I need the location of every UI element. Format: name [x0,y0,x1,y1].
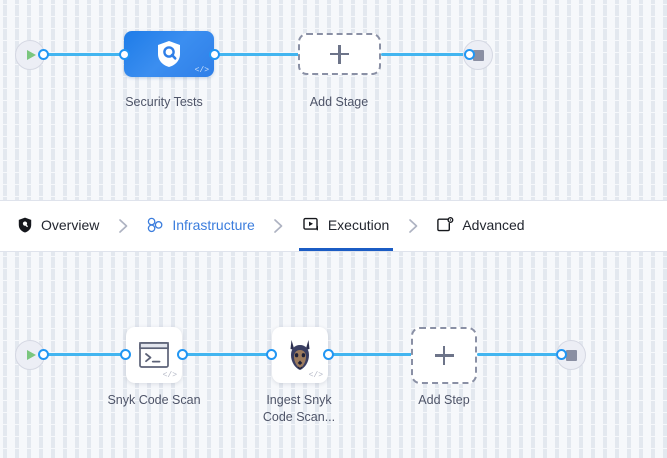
tab-advanced[interactable]: Advanced [433,201,528,251]
step-ingest-out-port[interactable] [323,349,334,360]
stage-end-node[interactable] [463,40,493,70]
shield-icon [16,216,33,233]
infrastructure-cluster-icon [147,216,164,233]
stage-end-port[interactable] [464,49,475,60]
tab-overview-label: Overview [41,216,100,233]
step-snyk-in-port[interactable] [120,349,131,360]
execution-play-box-icon [303,216,320,233]
doberman-dog-icon [290,340,310,370]
step-label-ingest-snyk-code-scan: Ingest Snyk Code Scan... [262,393,336,424]
step-snyk-out-port[interactable] [177,349,188,360]
step-start-port[interactable] [38,349,49,360]
stage-label-security-tests: Security Tests [125,95,203,109]
tab-execution[interactable]: Execution [298,201,394,251]
chevron-right-icon-1 [103,201,143,251]
step-code-badge-snyk: </> [162,371,177,380]
chevron-right-icon-3 [393,201,433,251]
edge-ingest-to-add-step [331,353,413,356]
plus-icon [330,44,349,64]
add-stage-node[interactable] [298,33,381,75]
config-tab-bar: Overview Infrastructure [0,200,667,252]
step-node-snyk-code-scan[interactable]: </> [126,327,182,383]
edge-security-tests-to-add-stage [217,53,300,56]
play-icon [27,350,36,360]
tab-overview[interactable]: Overview [12,201,103,251]
stage-start-port[interactable] [38,49,49,60]
edge-add-step-to-end [477,353,563,356]
stage-canvas[interactable]: </> Security Tests Add Stage [0,0,667,200]
chevron-right-icon-2 [259,201,299,251]
tab-infrastructure-label: Infrastructure [172,216,255,233]
step-label-snyk-code-scan: Snyk Code Scan [107,393,201,407]
step-ingest-in-port[interactable] [266,349,277,360]
stage-node-security-tests[interactable]: </> [124,31,214,77]
tab-infrastructure[interactable]: Infrastructure [143,201,258,251]
shield-search-icon [158,41,180,67]
stage-flow: </> Security Tests Add Stage [0,0,667,200]
tab-advanced-label: Advanced [462,216,525,233]
stage-security-tests-out-port[interactable] [209,49,220,60]
stage-code-badge: </> [194,66,209,75]
stop-icon [565,349,577,361]
stage-security-tests-in-port[interactable] [119,49,130,60]
step-flow: </> Snyk Code Scan </> [0,252,667,458]
step-end-port[interactable] [556,349,567,360]
stop-icon [472,49,484,61]
step-code-badge-ingest: </> [308,371,323,380]
add-step-node[interactable] [411,327,477,384]
edge-start-to-snyk-code-scan [46,353,124,356]
play-icon [27,50,36,60]
edge-add-stage-to-end [381,53,471,56]
edge-snyk-to-ingest [185,353,271,356]
advanced-gear-card-icon [437,216,454,233]
plus-icon [434,346,454,365]
step-canvas[interactable]: </> Snyk Code Scan </> [0,252,667,458]
edge-start-to-security-tests [46,53,126,56]
stage-label-add-stage: Add Stage [309,95,369,109]
step-node-ingest-snyk-code-scan[interactable]: </> [272,327,328,383]
terminal-icon [139,342,169,368]
step-label-add-step: Add Step [418,393,470,407]
tab-execution-label: Execution [327,216,390,233]
